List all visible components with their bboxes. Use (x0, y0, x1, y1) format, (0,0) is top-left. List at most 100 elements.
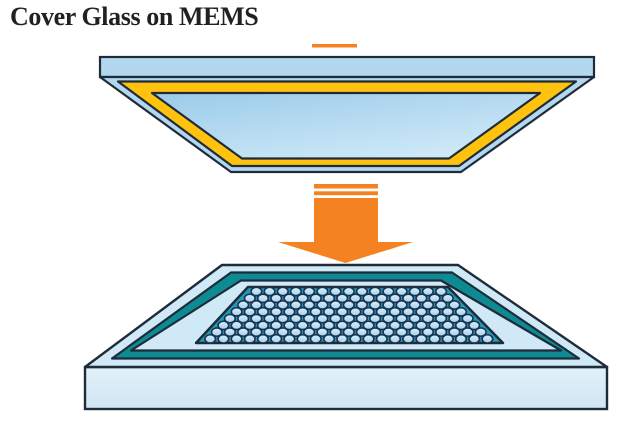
micromirror-cell (296, 320, 309, 331)
micromirror-cell (382, 327, 395, 338)
micromirror-cell (421, 313, 435, 324)
micromirror-cell (336, 320, 349, 331)
micromirror-cell (408, 300, 421, 310)
micromirror-cell (402, 320, 415, 331)
micromirror-cell (369, 300, 382, 310)
micromirror-cell (421, 327, 435, 338)
micromirror-cell (402, 306, 415, 317)
micromirror-cell (250, 287, 263, 297)
micromirror-cell (402, 293, 415, 304)
micromirror-cell (435, 313, 448, 324)
cropped-arrow-remnant (312, 44, 357, 48)
micromirror-cell (263, 327, 276, 338)
micromirror-cell (375, 333, 388, 343)
micromirror-cell (408, 313, 421, 324)
micromirror-cell (415, 320, 428, 331)
micromirror-cell (454, 333, 468, 343)
micromirror-cell (329, 327, 342, 338)
micromirror-cell (303, 313, 316, 324)
micromirror-cell (256, 306, 270, 317)
micromirror-cell (375, 293, 388, 304)
mirror-array (204, 287, 494, 343)
arrow-stripe (314, 188, 378, 192)
micromirror-cell (355, 327, 369, 338)
micromirror-cell (230, 333, 243, 343)
micromirror-cell (362, 320, 375, 331)
micromirror-cell (296, 333, 309, 343)
micromirror-cell (362, 293, 375, 304)
micromirror-cell (289, 287, 303, 297)
micromirror-cell (441, 333, 454, 343)
micromirror-cell (435, 327, 448, 338)
micromirror-cell (329, 300, 342, 310)
micromirror-cell (316, 300, 329, 310)
micromirror-cell (428, 320, 441, 331)
micromirror-cell (342, 313, 355, 324)
micromirror-cell (461, 313, 474, 324)
micromirror-cell (230, 320, 243, 331)
micromirror-cell (454, 306, 468, 317)
micromirror-cell (223, 313, 236, 324)
micromirror-cell (270, 320, 283, 331)
micromirror-cell (395, 287, 408, 297)
micromirror-cell (309, 320, 322, 331)
micromirror-cell (289, 327, 303, 338)
cover-glass-slab (98, 55, 596, 79)
micromirror-cell (441, 320, 454, 331)
micromirror-cell (296, 293, 309, 304)
micromirror-cell (362, 306, 375, 317)
micromirror-cell (441, 306, 454, 317)
micromirror-cell (217, 333, 230, 343)
micromirror-cell (468, 333, 481, 343)
micromirror-cell (408, 287, 421, 297)
micromirror-cell (270, 306, 283, 317)
micromirror-cell (355, 313, 369, 324)
micromirror-cell (375, 306, 388, 317)
micromirror-cell (388, 306, 402, 317)
micromirror-cell (375, 320, 388, 331)
micromirror-cell (415, 306, 428, 317)
micromirror-cell (204, 333, 217, 343)
micromirror-cell (270, 333, 283, 343)
micromirror-cell (408, 327, 421, 338)
micromirror-cell (428, 293, 441, 304)
micromirror-cell (428, 306, 441, 317)
micromirror-cell (283, 293, 296, 304)
micromirror-cell (336, 293, 349, 304)
micromirror-cell (421, 287, 435, 297)
micromirror-cell (230, 306, 243, 317)
micromirror-cell (243, 320, 256, 331)
micromirror-cell (441, 293, 454, 304)
micromirror-cell (237, 313, 250, 324)
micromirror-cell (289, 300, 303, 310)
micromirror-cell (309, 306, 322, 317)
micromirror-cell (349, 333, 362, 343)
micromirror-cell (283, 333, 296, 343)
micromirror-cell (256, 320, 270, 331)
micromirror-cell (349, 320, 362, 331)
micromirror-cell (309, 293, 322, 304)
micromirror-cell (250, 300, 263, 310)
micromirror-cell (316, 313, 329, 324)
micromirror-cell (210, 327, 223, 338)
micromirror-cell (217, 320, 230, 331)
micromirror-cell (415, 293, 428, 304)
micromirror-cell (256, 293, 270, 304)
micromirror-cell (303, 287, 316, 297)
micromirror-cell (395, 313, 408, 324)
mems-substrate (83, 263, 609, 411)
micromirror-cell (421, 300, 435, 310)
micromirror-cell (237, 300, 250, 310)
micromirror-cell (296, 306, 309, 317)
micromirror-cell (283, 320, 296, 331)
substrate-front-face (83, 365, 609, 411)
down-arrow-body (278, 184, 413, 263)
micromirror-cell (388, 293, 402, 304)
micromirror-cell (263, 313, 276, 324)
micromirror-cell (276, 313, 289, 324)
micromirror-cell (322, 320, 336, 331)
micromirror-cell (448, 300, 461, 310)
micromirror-cell (369, 313, 382, 324)
